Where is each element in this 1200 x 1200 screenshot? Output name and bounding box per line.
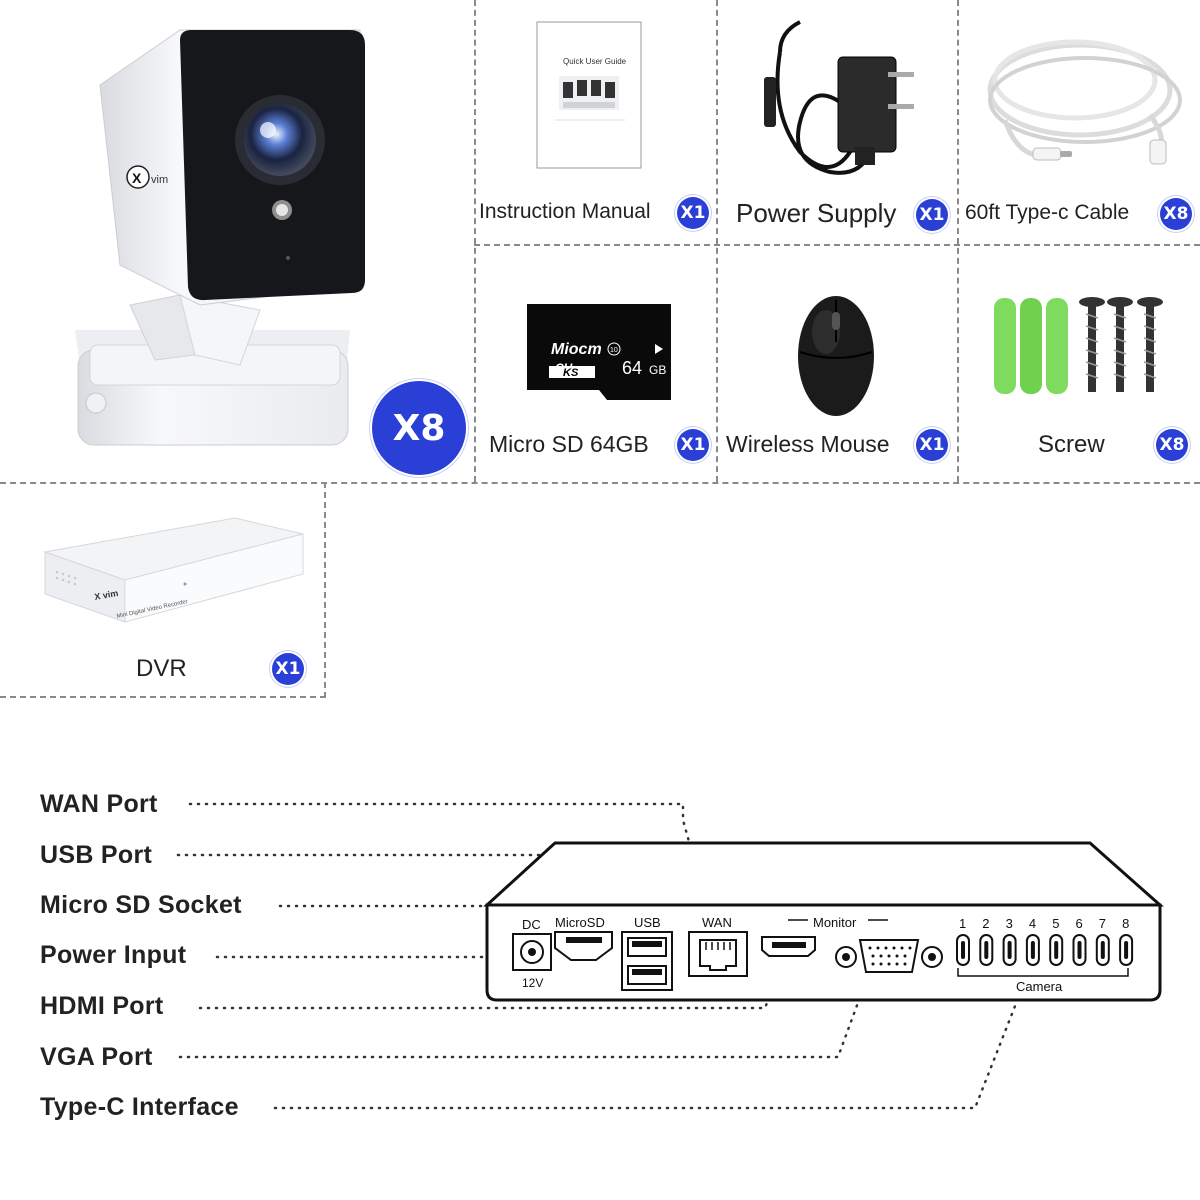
camera-port-number: 8	[1122, 916, 1129, 931]
dvr-logo: X vim	[94, 588, 119, 602]
accessory-qty-cable: X8	[1160, 198, 1192, 230]
port-label-power: Power Input	[40, 941, 187, 969]
panel-label-wan: WAN	[702, 915, 732, 930]
panel-label-monitor: Monitor	[813, 915, 857, 930]
camera-port-number: 4	[1029, 916, 1036, 931]
manual-image: Quick User Guide	[536, 21, 642, 169]
accessory-qty-power: X1	[916, 199, 948, 231]
accessory-qty-dvr: X1	[272, 653, 304, 685]
typec-port-tongue	[1124, 941, 1129, 959]
camera-port-number: 5	[1052, 916, 1059, 931]
accessory-label-screw: Screw	[1038, 431, 1105, 458]
svg-text:vim: vim	[151, 174, 168, 186]
camera-port-number: 6	[1076, 916, 1083, 931]
port-label-vga: VGA Port	[40, 1043, 153, 1071]
accessory-label-dvr: DVR	[136, 655, 187, 682]
camera-port-number: 2	[982, 916, 989, 931]
brand-logo: X vim	[126, 165, 168, 189]
grid-divider	[324, 482, 326, 698]
sdcard-class: 10	[610, 347, 618, 354]
grid-divider	[716, 0, 718, 482]
camera-quantity-badge: X8	[372, 381, 466, 475]
grid-divider	[957, 0, 959, 482]
port-label-microsd: Micro SD Socket	[40, 891, 242, 919]
grid-divider	[0, 696, 326, 698]
panel-label-dc-voltage: 12V	[522, 976, 543, 990]
typec-port-tongue	[1054, 941, 1059, 959]
sdcard-ks: KS	[563, 367, 579, 379]
typec-port-tongue	[961, 941, 965, 959]
manual-title: Quick User Guide	[563, 57, 627, 66]
sdcard-image: Miocm CU KS 10 64 GB	[527, 304, 671, 400]
accessory-label-mouse: Wireless Mouse	[726, 431, 890, 457]
grid-divider	[474, 0, 476, 482]
mouse-image	[798, 296, 874, 416]
screws-image	[994, 297, 1163, 394]
sdcard-unit: GB	[649, 363, 666, 377]
camera-port-number: 7	[1099, 916, 1106, 931]
typec-port-tongue	[1007, 941, 1012, 959]
accessory-label-cable: 60ft Type-c Cable	[965, 201, 1130, 224]
port-label-hdmi: HDMI Port	[40, 992, 164, 1020]
grid-divider	[474, 244, 1200, 246]
port-label-usb: USB Port	[40, 841, 153, 869]
accessory-label-sdcard: Micro SD 64GB	[489, 431, 649, 457]
camera-image: X vim	[75, 29, 365, 446]
accessory-qty-sdcard: X1	[677, 429, 709, 461]
power-supply-image	[764, 20, 914, 175]
accessory-qty-screw: X8	[1156, 429, 1188, 461]
accessory-qty-mouse: X1	[916, 429, 948, 461]
port-label-wan: WAN Port	[40, 790, 158, 818]
panel-camera-ports	[956, 934, 1134, 966]
panel-camera-numbers: 1 2 3 4 5 6 7 8	[959, 916, 1129, 931]
panel-label-microsd: MicroSD	[555, 915, 605, 930]
typec-port-tongue	[1100, 941, 1105, 959]
grid-divider	[0, 482, 1200, 484]
sdcard-capacity: 64	[622, 358, 642, 378]
panel-label-camera: Camera	[1016, 979, 1063, 994]
camera-port-number: 1	[959, 916, 966, 931]
dvr-image: X vim Mini Digital Video Recorder	[43, 517, 304, 623]
accessory-label-manual: Instruction Manual	[479, 200, 651, 223]
panel-label-dc: DC	[522, 917, 541, 932]
accessory-qty-manual: X1	[677, 197, 709, 229]
typec-port-tongue	[1077, 941, 1082, 959]
svg-text:X: X	[132, 170, 142, 186]
sdcard-brand: Miocm	[551, 341, 602, 358]
typec-port-tongue	[1030, 941, 1035, 959]
port-label-typec: Type-C Interface	[40, 1093, 239, 1121]
panel-label-usb: USB	[634, 915, 661, 930]
typec-port-tongue	[984, 941, 989, 959]
accessory-label-power: Power Supply	[736, 198, 897, 228]
camera-port-number: 3	[1006, 916, 1013, 931]
cable-image	[987, 39, 1182, 165]
